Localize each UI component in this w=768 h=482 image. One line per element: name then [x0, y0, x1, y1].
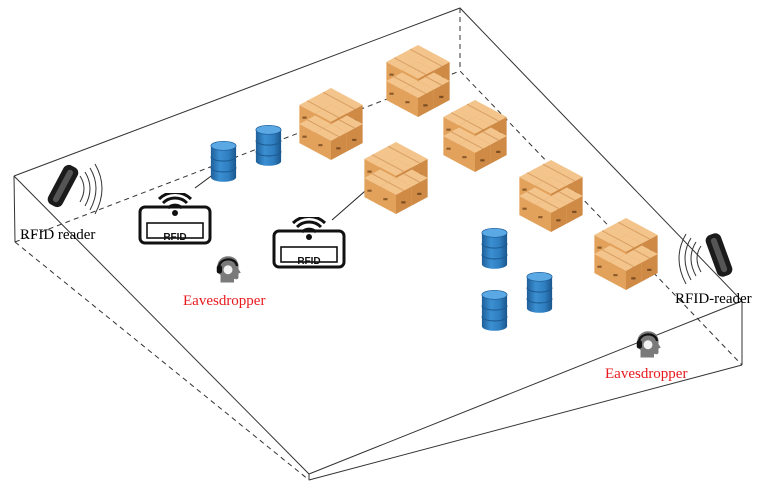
eavesdropper-right-label: Eavesdropper: [605, 366, 687, 382]
rfid-reader-right-label: RFID-reader: [675, 291, 752, 307]
rfid-reader-icon: [678, 233, 733, 285]
cardboard-box-stack-icon: [364, 142, 428, 214]
cardboard-box-stack-icon: [519, 160, 583, 232]
rfid-tag-text: RFID: [297, 256, 320, 267]
rfid-reader-left-label: RFID reader: [20, 227, 95, 243]
cardboard-box-stack-icon: [443, 100, 507, 172]
barrel-icon: [481, 289, 508, 332]
eavesdropper-left-label: Eavesdropper: [183, 293, 265, 309]
cardboard-box-stack-icon: [386, 45, 450, 117]
cardboard-box-stack-icon: [594, 218, 658, 290]
rfid-reader-icon: [47, 163, 103, 215]
rfid-tag-icon: RFID: [138, 193, 212, 245]
cardboard-box-stack-icon: [299, 88, 363, 160]
barrel-icon: [210, 140, 237, 183]
barrel-icon: [526, 271, 553, 314]
rfid-tag-text: RFID: [163, 232, 186, 243]
rfid-tag-icon: RFID: [272, 217, 346, 269]
eavesdropper-icon: [215, 255, 242, 284]
barrel-icon: [481, 227, 508, 270]
barrel-icon: [255, 124, 282, 167]
